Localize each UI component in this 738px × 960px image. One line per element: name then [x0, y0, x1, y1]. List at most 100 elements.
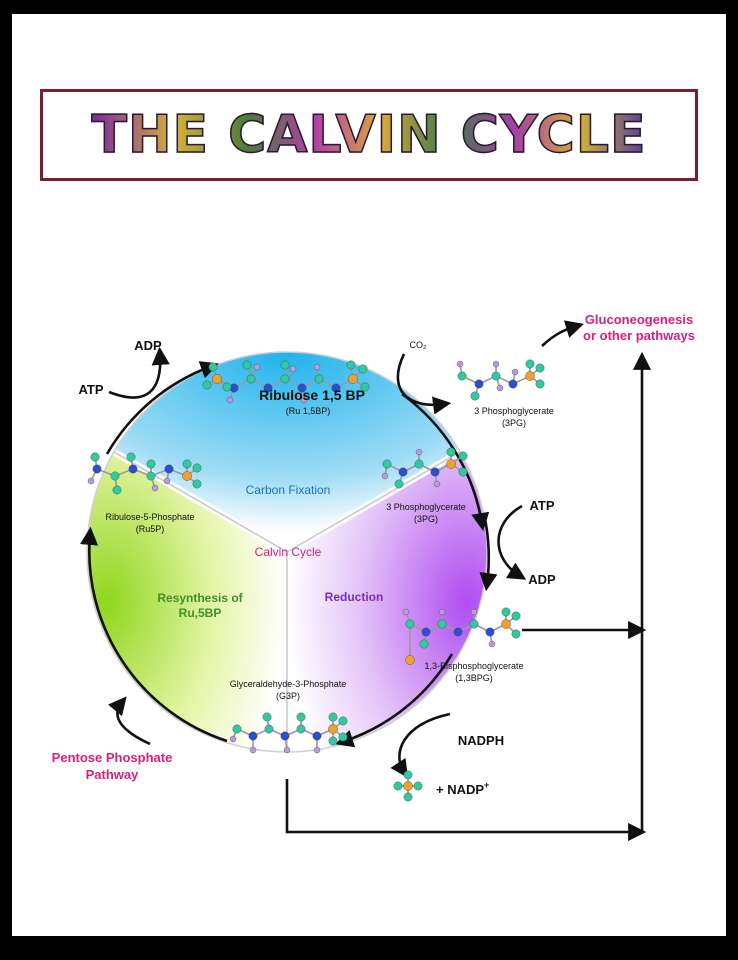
molecule-atom — [403, 792, 413, 802]
molecule-atom — [328, 712, 338, 722]
molecule-atom — [226, 396, 234, 404]
molecule-atom — [87, 477, 95, 485]
bpg-name: 1,3-Bisphosphoglycerate — [424, 661, 523, 671]
molecule-atom — [403, 781, 413, 791]
molecule-atom — [182, 459, 192, 469]
molecule-atom — [222, 382, 232, 392]
3pg-inner-molecule — [381, 447, 468, 489]
carbon-fixation-label: Carbon Fixation — [246, 483, 331, 497]
molecule-atom — [331, 383, 341, 393]
molecule-atom — [470, 608, 478, 616]
arrow-atp-adp-top — [108, 346, 170, 399]
g3p-molecule — [229, 712, 348, 754]
molecule-atom — [280, 374, 290, 384]
molecule-atom — [126, 452, 136, 462]
molecule-atom — [446, 459, 456, 469]
molecule-atom — [262, 712, 272, 722]
ru5p-name: Ribulose-5-Phosphate — [105, 512, 194, 522]
bpg-abbr: (1,3BPG) — [455, 673, 493, 683]
molecule-atom — [453, 627, 463, 637]
molecule-atom — [421, 627, 431, 637]
co2-label: CO₂ — [410, 340, 428, 350]
molecule-atom — [381, 472, 389, 480]
adp-top-label: ADP — [134, 338, 162, 353]
molecule-atom — [413, 781, 423, 791]
molecule-atom — [382, 459, 392, 469]
molecule-atom — [469, 619, 479, 629]
molecule-atom — [403, 770, 413, 780]
molecule-atom — [511, 368, 519, 376]
arrow-atp-adp-right — [497, 504, 527, 580]
molecule-atom — [535, 363, 545, 373]
molecule-atom — [456, 360, 464, 368]
reduction-label: Reduction — [325, 590, 384, 604]
ru5p-abbr: (Ru5P) — [136, 524, 165, 534]
molecule-atom — [511, 629, 521, 639]
resynthesis-label-1: Resynthesis of — [157, 591, 243, 605]
molecule-atom — [289, 365, 297, 373]
molecule-atom — [208, 362, 218, 372]
molecule-atom — [402, 608, 410, 616]
page-title: THE CALVIN CYCLE — [91, 104, 647, 166]
arrow-pentose — [108, 696, 151, 746]
molecule-atom — [338, 732, 348, 742]
molecule-atom — [192, 463, 202, 473]
molecule-atom — [393, 781, 403, 791]
arrow-nadph-nadp — [390, 712, 451, 779]
molecule-atom — [249, 746, 257, 754]
atp-right-label: ATP — [529, 498, 554, 513]
pentose-label-2: Pathway — [86, 767, 140, 782]
molecule-atom — [146, 471, 156, 481]
atp-left-label: ATP — [78, 382, 103, 397]
molecule-atom — [437, 619, 447, 629]
molecule-atom — [535, 379, 545, 389]
arrow-co2-in — [396, 353, 452, 415]
molecule-atom — [328, 736, 338, 746]
molecule-atom — [501, 607, 511, 617]
molecule-atom — [313, 363, 321, 371]
g3p-abbr: (G3P) — [276, 691, 300, 701]
arrow-gluconeogenesis — [541, 320, 584, 347]
molecule-atom — [212, 374, 222, 384]
gluconeogenesis-label-2: or other pathways — [583, 328, 695, 343]
molecule-atom — [405, 619, 415, 629]
3pg-inner-abbr: (3PG) — [414, 514, 438, 524]
phosphate-molecule — [393, 770, 423, 802]
molecule-atom — [328, 724, 338, 734]
molecule-atom — [229, 735, 237, 743]
bpg-molecule — [402, 607, 521, 665]
3pg-outer-molecule — [456, 359, 545, 401]
molecule-atom — [263, 383, 273, 393]
molecule-atom — [360, 382, 370, 392]
molecule-atom — [90, 452, 100, 462]
arrow-ru5p-to-rubp — [105, 361, 219, 455]
molecule-atom — [338, 716, 348, 726]
nadph-label: NADPH — [458, 733, 504, 748]
molecule-atom — [525, 359, 535, 369]
molecule-atom — [313, 746, 321, 754]
molecule-atom — [242, 360, 252, 370]
molecule-atom — [280, 360, 290, 370]
molecule-atom — [283, 746, 291, 754]
molecule-atom — [202, 380, 212, 390]
molecule-atom — [253, 363, 261, 371]
molecule-atom — [458, 467, 468, 477]
3pg-outer-abbr: (3PG) — [502, 418, 526, 428]
molecule-atom — [398, 467, 408, 477]
molecule-atom — [525, 371, 535, 381]
molecule-atom — [446, 447, 456, 457]
g3p-name: Glyceraldehyde-3-Phosphate — [230, 679, 347, 689]
molecule-atom — [296, 712, 306, 722]
molecule-atom — [485, 627, 495, 637]
molecule-atom — [164, 464, 174, 474]
pentose-label-1: Pentose Phosphate — [52, 750, 173, 765]
molecule-atom — [346, 360, 356, 370]
molecule-atom — [110, 471, 120, 481]
arrow-g3p-out — [285, 779, 647, 842]
molecule-atom — [511, 611, 521, 621]
rubp-name: Ribulose 1,5 BP — [259, 387, 365, 403]
molecule-atom — [112, 485, 122, 495]
molecule-atom — [474, 379, 484, 389]
3pg-outer-name: 3 Phosphoglycerate — [474, 406, 554, 416]
molecule-atom — [414, 459, 424, 469]
